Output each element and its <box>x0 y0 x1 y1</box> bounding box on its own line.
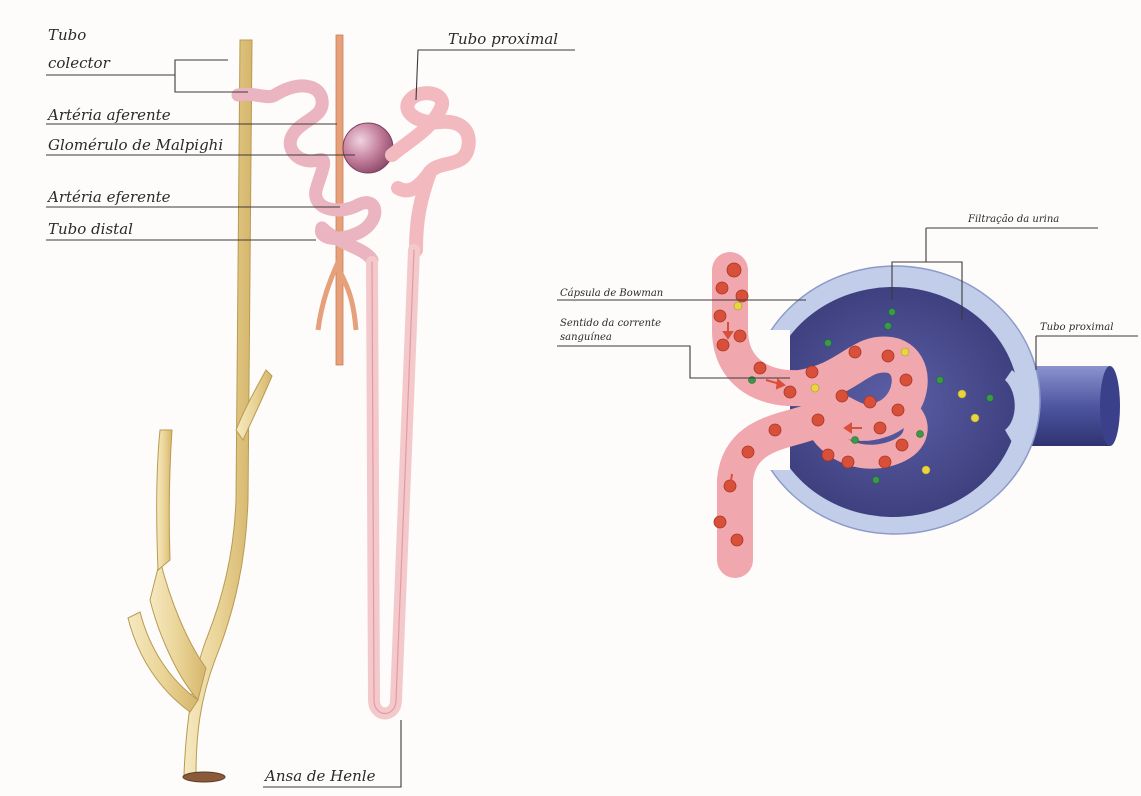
label-arteria-aferente: Artéria aferente <box>46 106 171 124</box>
glomerulus <box>343 123 393 173</box>
nephron-illustration: Tubo colector Artéria aferente Glomérulo… <box>46 26 575 787</box>
proximal-tubule <box>392 93 469 250</box>
loop-of-henle <box>372 250 414 714</box>
label-tubo-colector-line2: colector <box>48 54 111 72</box>
label-tubo-proximal: Tubo proximal <box>448 30 558 48</box>
label-filtracao-da-urina: Filtração da urina <box>967 214 1059 225</box>
label-tubo-proximal-right: Tubo proximal <box>1040 322 1113 333</box>
label-tubo-distal: Tubo distal <box>48 220 133 238</box>
label-sentido-line1: Sentido da corrente <box>560 318 661 329</box>
label-ansa-de-henle: Ansa de Henle <box>263 767 376 785</box>
bowman-capsule-illustration: Filtração da urina Cápsula de Bowman Sen… <box>557 214 1138 560</box>
label-glomerulo: Glomérulo de Malpighi <box>48 136 223 154</box>
label-tubo-colector-line1: Tubo <box>48 26 86 44</box>
label-arteria-eferente: Artéria eferente <box>46 188 171 206</box>
label-sentido-line2: sanguínea <box>560 332 612 343</box>
label-capsula-de-bowman: Cápsula de Bowman <box>560 288 663 299</box>
distal-tubule <box>238 86 375 260</box>
